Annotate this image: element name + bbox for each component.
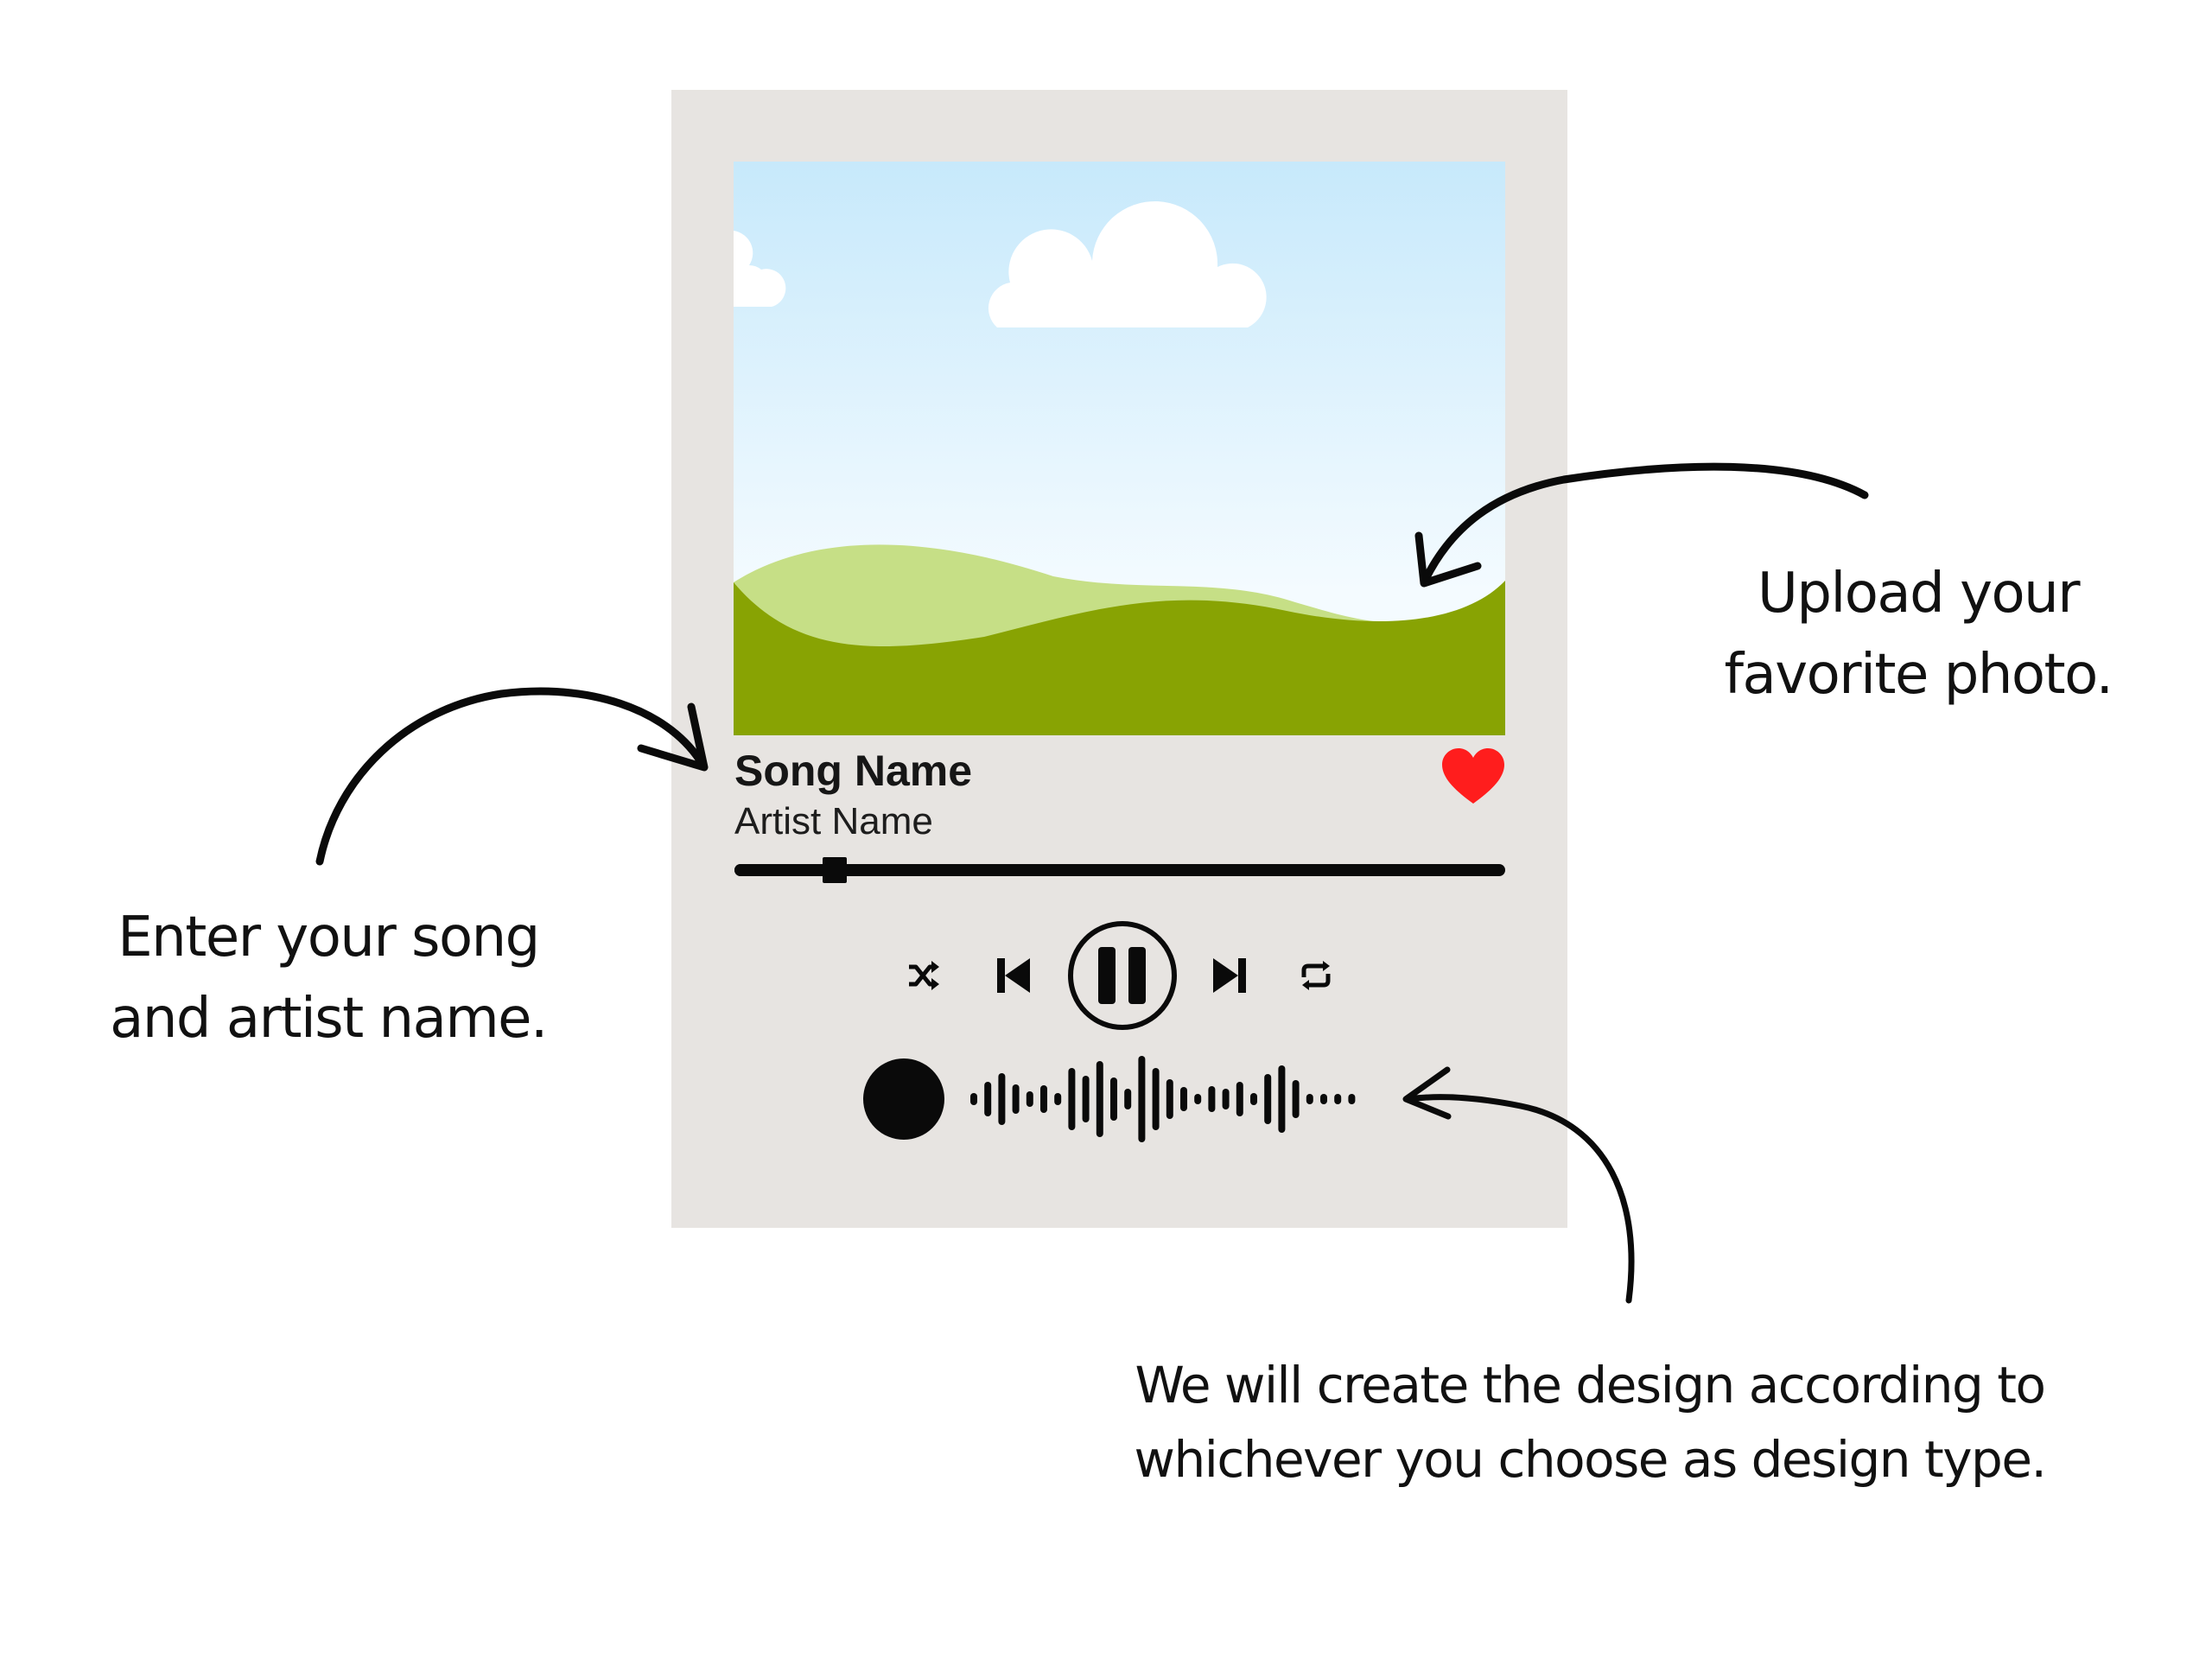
code-bar — [1194, 1094, 1202, 1104]
annotation-upload-photo: Upload your favorite photo. — [1694, 553, 2143, 715]
progress-handle[interactable] — [822, 857, 847, 883]
code-bar — [1306, 1094, 1313, 1104]
code-bar — [1082, 1076, 1090, 1122]
progress-bar[interactable] — [734, 857, 1505, 883]
code-bar — [1264, 1074, 1272, 1124]
spotify-code[interactable] — [863, 1052, 1364, 1147]
code-bar — [1334, 1094, 1342, 1104]
music-player-poster: Song Name Artist Name — [671, 90, 1567, 1228]
repeat-icon[interactable] — [1299, 958, 1333, 993]
annotation-enter-song: Enter your song and artist name. — [95, 897, 562, 1059]
code-bar — [1222, 1089, 1230, 1109]
pause-icon[interactable] — [1066, 919, 1179, 1032]
code-bar — [1180, 1087, 1187, 1111]
annotation-line: Upload your — [1758, 562, 2081, 626]
code-bar — [1054, 1093, 1062, 1105]
code-bars — [970, 1056, 1356, 1142]
shuffle-icon[interactable] — [906, 958, 940, 993]
annotation-line: and artist name. — [110, 987, 548, 1051]
annotation-design-type: We will create the design according to w… — [1132, 1348, 2048, 1497]
artist-name[interactable]: Artist Name — [734, 800, 933, 842]
code-bar — [970, 1093, 977, 1105]
code-bar — [1110, 1077, 1117, 1121]
code-bar — [1152, 1068, 1160, 1130]
annotation-line: whichever you choose as design type. — [1134, 1430, 2047, 1489]
cloud-icon — [988, 200, 1267, 327]
annotation-line: favorite photo. — [1724, 643, 2114, 707]
heart-icon[interactable] — [1442, 748, 1504, 805]
code-bar — [998, 1073, 1006, 1125]
album-photo-placeholder[interactable] — [734, 162, 1505, 735]
code-bar — [1138, 1056, 1146, 1142]
code-bar — [984, 1082, 992, 1116]
skip-next-icon[interactable] — [1211, 957, 1248, 995]
code-bar — [1348, 1094, 1356, 1104]
code-bar — [1096, 1061, 1103, 1137]
code-bar — [1068, 1068, 1076, 1130]
music-logo-icon — [863, 1058, 944, 1140]
code-bar — [1026, 1091, 1033, 1107]
code-bar — [1124, 1089, 1132, 1109]
annotation-line: We will create the design according to — [1135, 1356, 2046, 1414]
code-bar — [1292, 1080, 1300, 1118]
code-bar — [1040, 1085, 1047, 1113]
code-bar — [1250, 1093, 1257, 1105]
cloud-icon — [734, 231, 786, 307]
progress-fill — [734, 864, 835, 876]
code-bar — [1166, 1079, 1173, 1119]
code-bar — [1236, 1082, 1243, 1116]
arrow-to-song-name-icon — [315, 687, 709, 866]
song-name[interactable]: Song Name — [734, 747, 973, 795]
annotation-line: Enter your song — [118, 906, 540, 969]
code-bar — [1320, 1094, 1327, 1104]
code-bar — [1012, 1084, 1020, 1114]
code-bar — [1208, 1086, 1216, 1112]
code-bar — [1278, 1065, 1286, 1133]
hill-dark — [734, 581, 1505, 735]
skip-previous-icon[interactable] — [995, 957, 1032, 995]
